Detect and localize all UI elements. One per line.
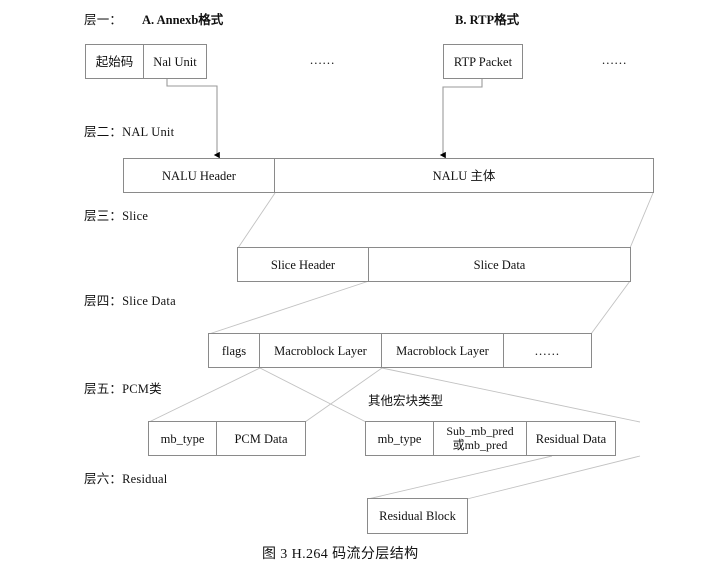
rtp-format-row: RTP Packet <box>443 44 523 79</box>
section-title-rtp: B. RTP格式 <box>455 13 520 27</box>
note-other-macroblock-types: 其他宏块类型 <box>368 394 444 408</box>
ellipsis-rtp-more: ...... <box>602 53 628 67</box>
cell-slice-data[interactable]: Slice Data <box>473 257 526 272</box>
cell-start-code[interactable]: 起始码 <box>86 45 144 78</box>
other-macroblock-row: mb_type Sub_mb_pred 或mb_pred Residual Da… <box>365 421 616 456</box>
cell-other-mb-type[interactable]: mb_type <box>366 422 434 455</box>
cell-residual-data[interactable]: Residual Data <box>535 431 607 446</box>
annexb-format-row: 起始码 Nal Unit <box>85 44 207 79</box>
slice-row: Slice Header Slice Data <box>237 247 631 282</box>
cell-pcm-mb-type[interactable]: mb_type <box>149 422 217 455</box>
cell-nalu-body[interactable]: NALU 主体 <box>432 168 496 183</box>
cell-pcm-data[interactable]: PCM Data <box>234 431 288 446</box>
guide-residualdata-to-residualblock <box>367 455 641 500</box>
guide-macroblock-to-other-mb <box>259 367 641 423</box>
slice-data-row: flags Macroblock Layer Macroblock Layer … <box>208 333 592 368</box>
residual-block-row: Residual Block <box>367 498 468 534</box>
guide-slicedata-to-slicedatarow <box>208 280 631 335</box>
cell-nalu-header[interactable]: NALU Header <box>124 159 275 192</box>
cell-rtp-packet[interactable]: RTP Packet <box>453 54 513 69</box>
layer-label-1: 层一： <box>84 13 123 27</box>
ellipsis-annexb-more: ...... <box>310 53 336 67</box>
arrow-rtppacket-to-nalu <box>439 79 483 159</box>
cell-macroblock-layer-2[interactable]: Macroblock Layer <box>382 334 504 367</box>
cell-slice-header[interactable]: Slice Header <box>238 248 369 281</box>
figure-caption: 图 3 H.264 码流分层结构 <box>262 547 419 562</box>
cell-residual-block[interactable]: Residual Block <box>379 509 456 523</box>
guide-macroblock-to-pcm <box>148 367 383 423</box>
cell-nal-unit[interactable]: Nal Unit <box>153 54 197 69</box>
cell-macroblock-more: ...... <box>534 343 561 358</box>
layer-label-6: 层六：Residual <box>84 472 168 486</box>
arrow-nalunit-to-nalu <box>166 79 220 159</box>
layer-label-5: 层五：PCM类 <box>84 382 162 396</box>
cell-sub-mb-pred[interactable]: Sub_mb_pred 或mb_pred <box>434 422 527 455</box>
cell-flags[interactable]: flags <box>209 334 260 367</box>
pcm-macroblock-row: mb_type PCM Data <box>148 421 306 456</box>
section-title-annexb: A. Annexb格式 <box>142 13 224 27</box>
guide-nalubody-to-slice <box>237 192 654 249</box>
nal-unit-row: NALU Header NALU 主体 <box>123 158 654 193</box>
layer-label-3: 层三：Slice <box>84 209 149 223</box>
cell-macroblock-layer-1[interactable]: Macroblock Layer <box>260 334 382 367</box>
layer-label-2: 层二：NAL Unit <box>84 125 175 139</box>
layer-label-4: 层四：Slice Data <box>84 294 176 308</box>
